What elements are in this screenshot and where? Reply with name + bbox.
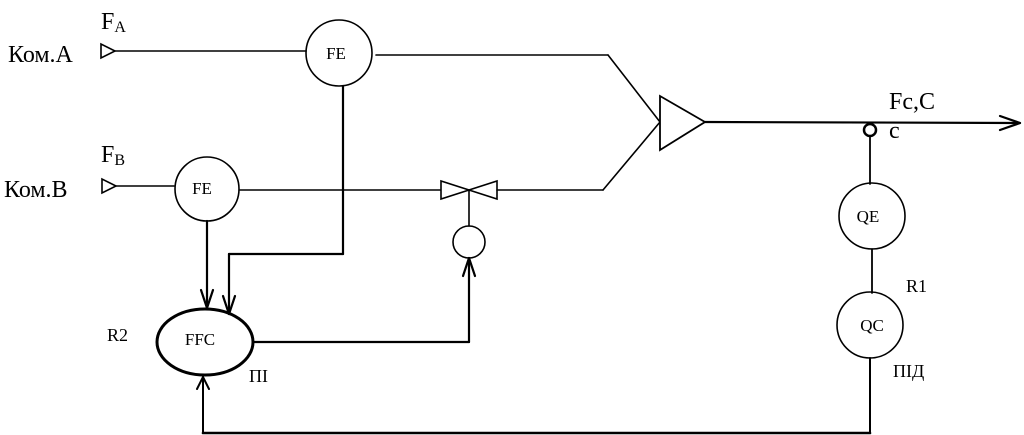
input-b-flow: FB (101, 142, 125, 169)
arrow-fe-top-ffc-icon (221, 294, 237, 316)
r1-mode-label: ПІД (893, 361, 924, 381)
r2-mode-label: ПІ (249, 366, 268, 386)
valve-actuator-circle (452, 225, 486, 259)
mixer-triangle-icon (659, 94, 707, 152)
fe-top-circle (305, 19, 373, 87)
line-mixer-input-b (602, 121, 661, 191)
line-mixer-input-a (607, 54, 661, 123)
r1-label: R1 (906, 276, 927, 296)
input-a-flow-sub: A (114, 19, 126, 36)
qe-label: QE (857, 207, 880, 226)
control-valve-icon (440, 179, 472, 201)
input-a-arrow-icon (100, 42, 117, 60)
r2-label: R2 (107, 325, 128, 345)
input-b-arrow-icon (101, 177, 118, 195)
fe-bottom-label: FE (192, 179, 212, 198)
input-b-label: Ком.B (4, 177, 68, 203)
fe-top-label: FE (326, 44, 346, 63)
control-valve-right-icon (466, 179, 498, 201)
arrow-fe-bottom-ffc-icon (199, 288, 215, 310)
output-arrow-icon (998, 114, 1022, 132)
feedback-arrow-icon (196, 376, 210, 390)
line-output (703, 120, 1022, 125)
input-a-flow: FA (101, 9, 126, 36)
ffc-label: FFC (185, 330, 215, 349)
input-b-flow-sub: B (114, 152, 125, 169)
sample-point-circle (862, 122, 878, 138)
output-label: Fc,C (889, 89, 935, 115)
qc-label: QC (860, 316, 884, 335)
arrow-ffc-valve-icon (461, 256, 477, 278)
sample-point-label: c (889, 118, 900, 144)
input-a-flow-main: F (101, 9, 114, 35)
input-b-flow-main: F (101, 142, 114, 168)
input-a-label: Ком.A (8, 42, 74, 68)
